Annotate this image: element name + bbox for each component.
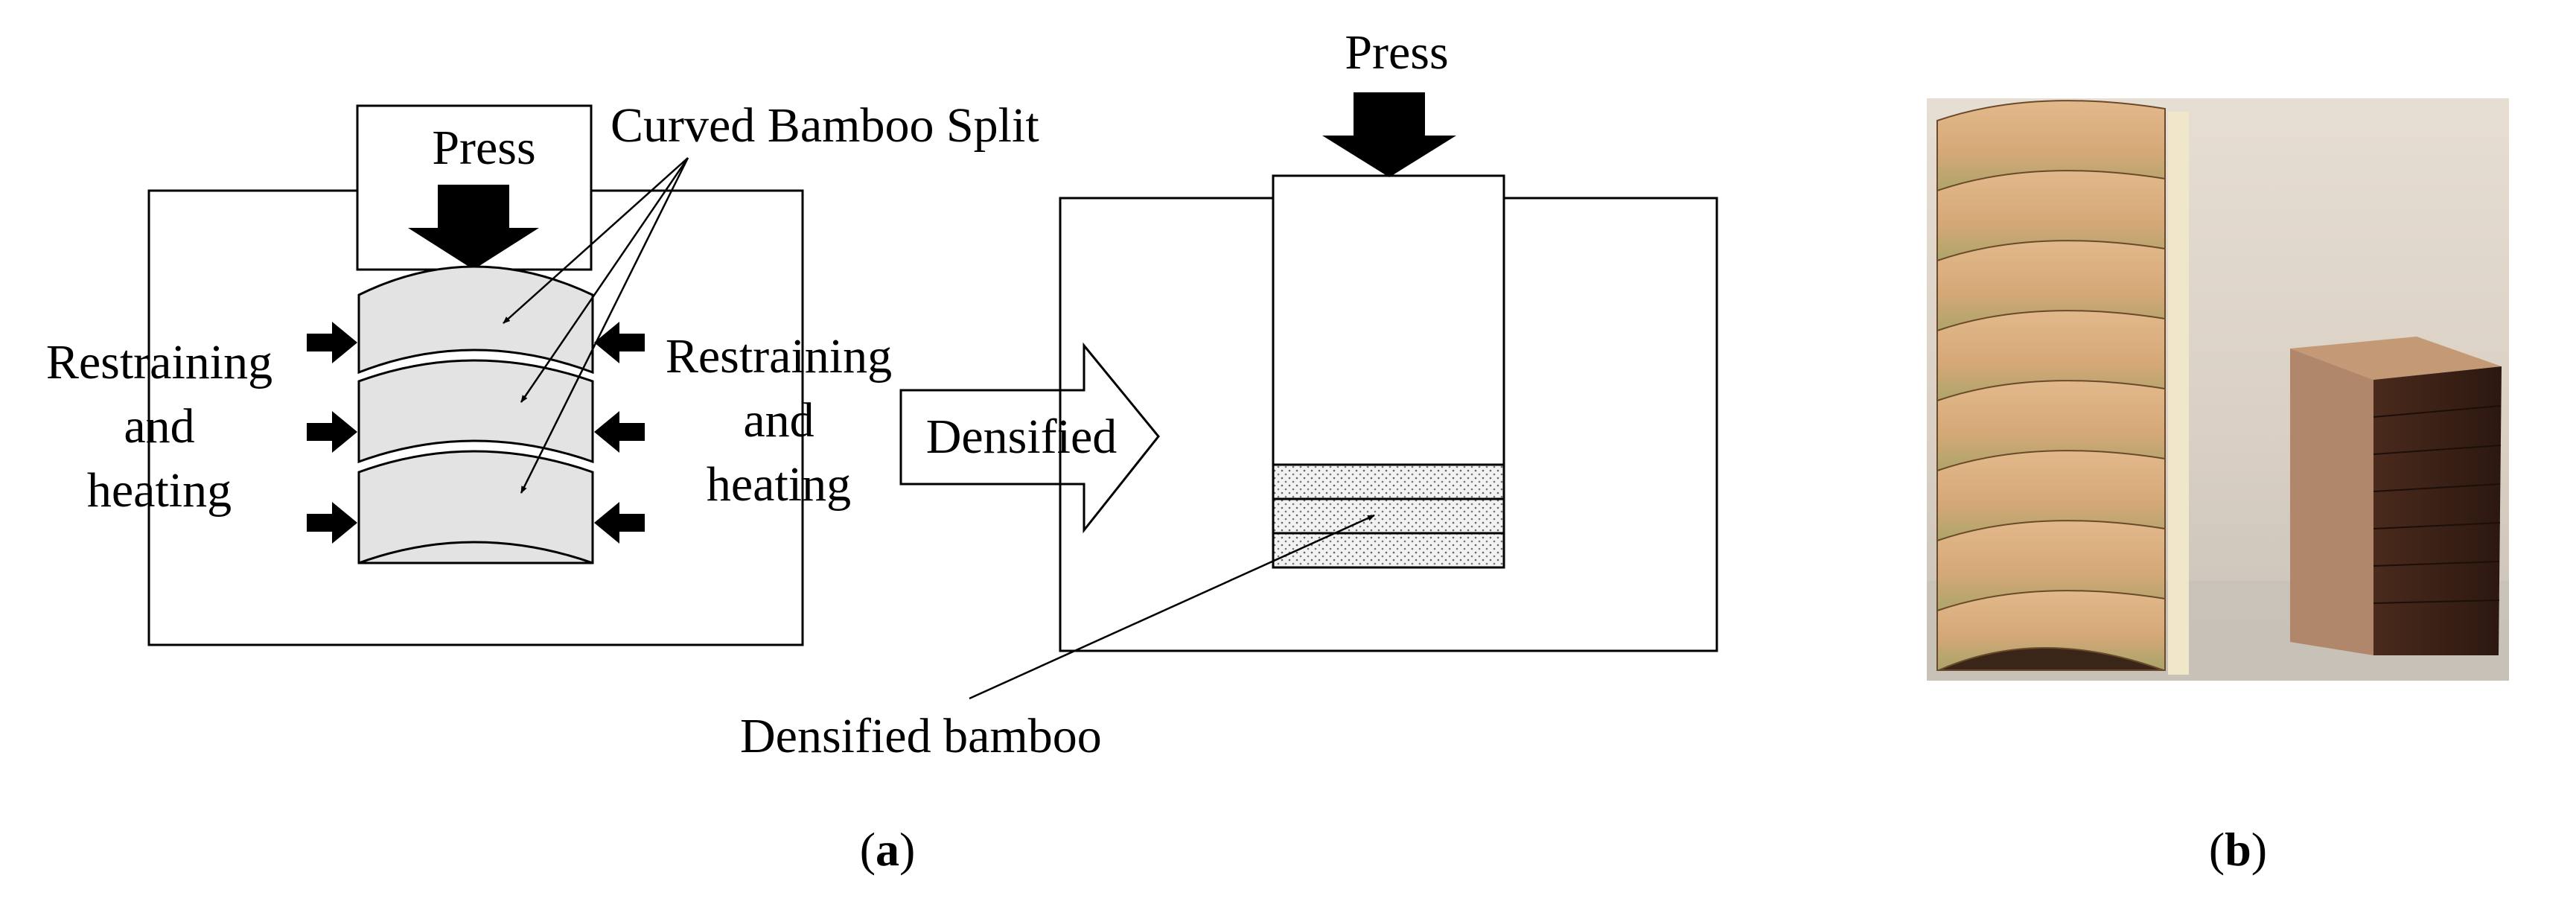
densified-layer-1 [1272,463,1505,500]
slice-stack-backing [2168,112,2189,675]
block-top-face [2290,337,2502,380]
densified-bamboo-stack [1272,463,1505,569]
curved-split-label: Curved Bamboo Split [610,98,1039,153]
densified-process-arrow: Densified [899,342,1160,534]
block-side-face [2290,349,2373,655]
bamboo-split-3 [357,450,594,564]
restraining-right-line-1: Restraining [666,329,892,384]
bamboo-split-1 [357,265,594,375]
press-label-right: Press [1345,25,1448,80]
restraining-left-line-3: heating [87,463,232,518]
leader-line-1 [503,157,689,324]
leader-line-3 [520,157,689,494]
bamboo-photo [1927,98,2509,681]
restraining-left-line-2: and [124,399,194,454]
restraining-label-right: Restraining and heating [666,329,892,512]
bamboo-split-2 [357,359,594,464]
press-arrow-right [1322,92,1456,177]
press-label-left: Press [432,121,535,175]
bamboo-stack-bottom-curve [358,541,593,564]
caption-b: (b) [2209,823,2267,876]
block-front-face [2373,366,2502,655]
restraining-label-left: Restraining and heating [46,335,272,518]
restraining-right-line-3: heating [707,457,851,512]
curved-bamboo-stack [357,265,594,564]
leader-line-2 [520,157,689,403]
restraining-left-line-1: Restraining [46,335,272,389]
densified-block [2290,337,2502,655]
caption-a: (a) [860,823,916,876]
photo-slice-8 [1936,590,2166,671]
mold-right: Press Densified bamboo [740,25,1718,763]
leader-lines-curved-split [503,157,689,494]
densified-arrow-label: Densified [926,410,1118,464]
block-layer-lines [2373,405,2502,604]
densified-layer-2 [1272,497,1505,535]
densified-bamboo-label: Densified bamboo [740,709,1102,763]
restraining-arrows-right-side [594,322,645,544]
densified-layer-3 [1272,532,1505,569]
press-arrow-left [408,185,539,270]
photo-slice-base-shadow [1938,647,2164,671]
curved-slices-stack [1936,100,2166,671]
mold-left: Press Curved Bamboo Split Rest [46,98,1039,646]
restraining-right-line-2: and [743,393,814,448]
leader-line-densified [969,514,1375,700]
press-plate-right [1272,174,1505,466]
restraining-arrows-left-side [307,322,357,544]
